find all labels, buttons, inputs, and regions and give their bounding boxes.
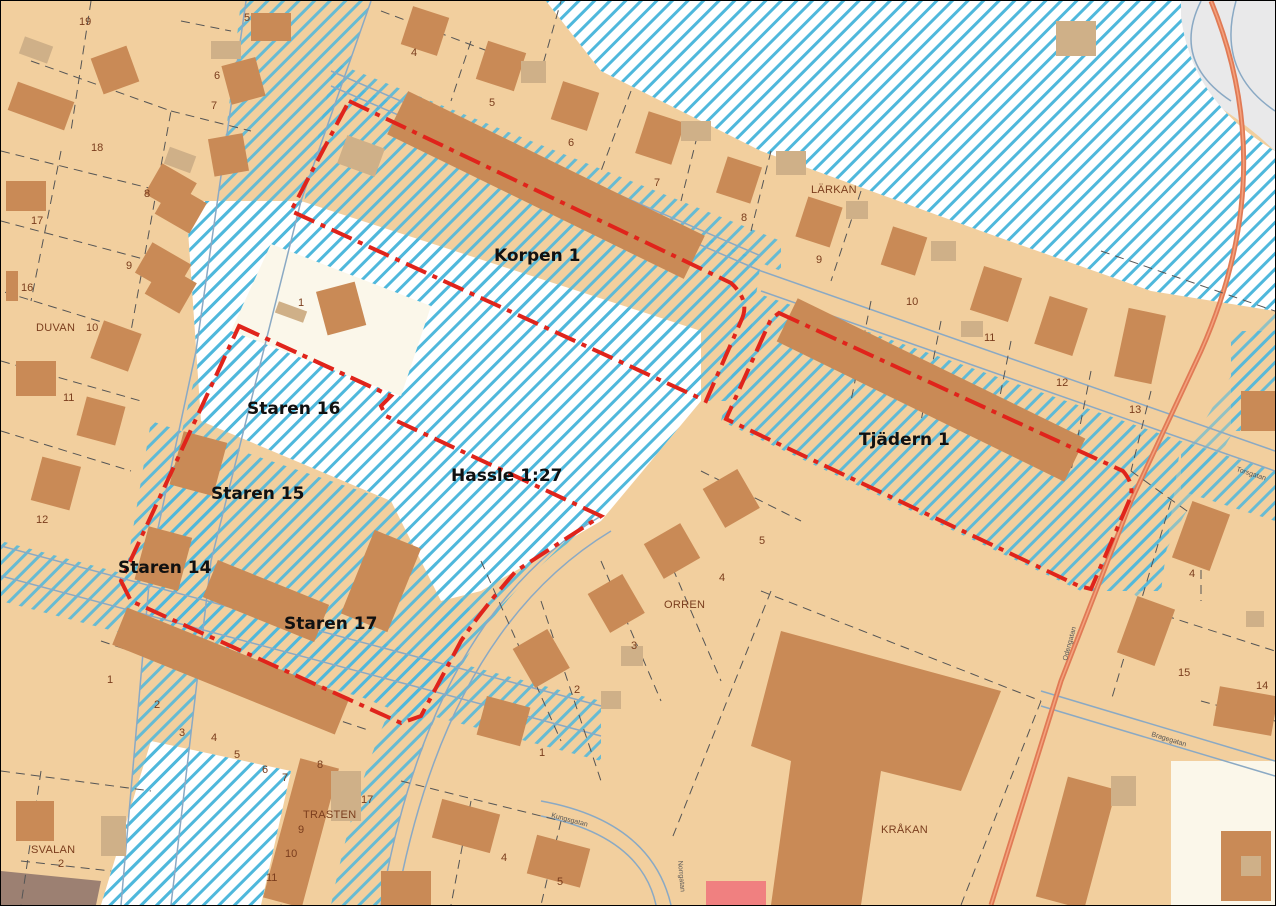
label-staren15: Staren 15 <box>211 484 304 504</box>
plot-number: 5 <box>489 97 495 109</box>
plot-number: 11 <box>63 392 74 404</box>
plot-number: 17 <box>31 215 43 227</box>
plot-number: 3 <box>631 640 637 652</box>
boundary-korpen <box>288 98 747 404</box>
area-duvan: DUVAN <box>36 322 75 334</box>
plot-number: 5 <box>557 876 563 888</box>
outbuildings <box>18 21 1264 876</box>
plot-number: 17 <box>361 794 373 806</box>
plot-number: 9 <box>126 260 132 272</box>
plot-number: 14 <box>1256 680 1268 692</box>
plot-number: 8 <box>317 759 323 771</box>
hatch-road-right2 <box>1101 301 1275 601</box>
boundary-staren <box>118 323 606 726</box>
plot-number: 1 <box>107 674 113 686</box>
plot-number: 5 <box>234 749 240 761</box>
plot-number: 4 <box>1189 568 1195 580</box>
boundary-tjadern <box>723 310 1134 592</box>
plot-number: 19 <box>79 16 91 28</box>
plot-number: 6 <box>262 764 268 776</box>
plot-number: 11 <box>266 872 277 884</box>
plot-number: 9 <box>298 824 304 836</box>
plot-number: 1 <box>298 297 304 309</box>
plot-number: 4 <box>501 852 507 864</box>
plot-number: 7 <box>654 177 660 189</box>
street-norrgatan: Norrgatan <box>676 861 686 893</box>
hatch-road-west <box>1 541 601 761</box>
plot-number: 11 <box>984 332 995 344</box>
plot-number: 9 <box>816 254 822 266</box>
plot-number: 6 <box>214 70 220 82</box>
plot-number: 16 <box>21 282 33 294</box>
plot-number: 4 <box>719 572 725 584</box>
plot-number: 8 <box>144 188 150 200</box>
hatch-road-curve <box>331 501 601 905</box>
dark-corner <box>1 871 101 905</box>
area-svalan: SVALAN <box>31 844 75 856</box>
label-korpen: Korpen 1 <box>494 246 581 266</box>
plot-number: 13 <box>1129 404 1141 416</box>
plot-number: 7 <box>211 100 217 112</box>
plot-number: 2 <box>58 858 64 870</box>
label-hassle: Hassle 1:27 <box>451 466 563 486</box>
plot-number: 5 <box>244 12 250 24</box>
pink-building <box>706 881 766 905</box>
label-tjadern: Tjädern 1 <box>859 430 950 450</box>
planning-boundaries <box>118 98 1134 726</box>
plot-number: 1 <box>539 747 545 759</box>
label-staren14: Staren 14 <box>118 558 212 578</box>
plot-number: 12 <box>1056 377 1068 389</box>
plot-number: 10 <box>86 322 98 334</box>
plot-number: 15 <box>1178 667 1190 679</box>
plot-number: 5 <box>759 535 765 547</box>
hatch-road-north-south <box>121 1 371 905</box>
plot-number: 10 <box>906 296 918 308</box>
plot-number: 8 <box>741 212 747 224</box>
plot-number: 12 <box>36 514 48 526</box>
plot-number: 6 <box>568 137 574 149</box>
area-krakan: KRÅKAN <box>881 823 928 836</box>
plot-number: 10 <box>285 848 297 860</box>
plot-number: 7 <box>282 772 288 784</box>
plot-numbers: 19 5 4 6 5 6 18 7 7 8 8 17 9 9 16 1 10 1… <box>21 12 1268 888</box>
plot-number: 3 <box>179 727 185 739</box>
area-trasten: TRASTEN <box>303 809 356 821</box>
label-staren16: Staren 16 <box>247 399 340 419</box>
plot-number: 18 <box>91 142 103 154</box>
area-orren: ORREN <box>664 599 705 611</box>
hatch-korpen <box>301 76 761 401</box>
plot-number: 4 <box>211 732 217 744</box>
label-staren17: Staren 17 <box>284 614 377 634</box>
plot-number: 2 <box>574 684 580 696</box>
area-larkan: LÄRKAN <box>811 184 857 196</box>
plot-number: 2 <box>154 699 160 711</box>
plot-number: 4 <box>411 47 417 59</box>
boundary-staren16-inner <box>238 324 392 398</box>
